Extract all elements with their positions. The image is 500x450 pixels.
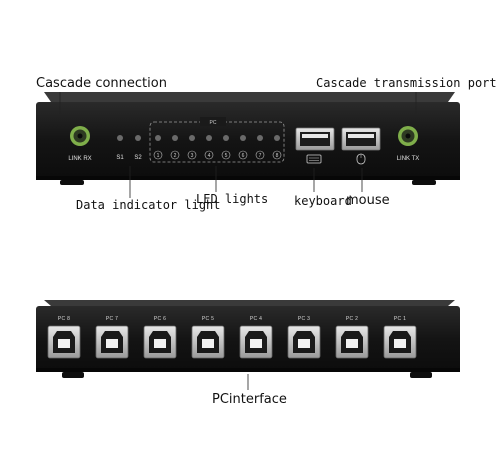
usb-b-port-tongue [154,339,166,348]
pc-led-number: 3 [191,153,194,159]
pc-port-label: PC 2 [346,316,358,322]
usb-b-port [95,325,129,359]
pc-led-4 [206,135,212,141]
usb-b-port-tongue [346,339,358,348]
pc-port-label: PC 1 [394,316,406,322]
pc-port-label: PC 5 [202,316,214,322]
usb-b-port-tongue [202,339,214,348]
pc-led-number-ring [187,150,197,160]
keyboard-icon [306,154,322,164]
data-indicator-light-callout: Data indicator light [76,198,221,212]
pc-led-number-ring [221,150,231,160]
s2-indicator-light [135,135,141,141]
pc-led-7 [257,135,263,141]
mouse-usb-port [341,127,381,165]
link-tx-label: LINK TX [397,156,420,162]
pc-led-number-ring [238,150,248,160]
pc-led-number-ring [255,150,265,160]
link-rx-port [70,126,90,146]
pc-led-1 [155,135,161,141]
link-rx-label: LINK RX [68,156,91,162]
pc-led-8 [274,135,280,141]
usb-b-port [143,325,177,359]
usb-b-port-tongue [298,339,310,348]
cascade-transmission-port-callout: Cascade transmission port [316,76,497,90]
pc-led-number: 6 [242,153,245,159]
pc-led-group: PC 1 2 3 4 5 6 7 8 [149,117,285,163]
usb-b-port-tongue [394,339,406,348]
pc-led-number: 8 [276,153,279,159]
pc-led-number: 7 [259,153,262,159]
back-panel: PC 8 PC 7 PC 6 PC 5 PC 4 PC 3 PC 2 PC 1 [36,300,460,378]
usb-b-port [239,325,273,359]
pc-port-label: PC 4 [250,316,262,322]
usb-b-port-tongue [58,339,70,348]
pc-led-number: 4 [208,153,211,159]
pc-port-label: PC 7 [106,316,118,322]
s1-label: S1 [116,155,124,161]
cascade-connection-callout: Cascade connection [36,76,167,91]
keyboard-usb-port [295,127,335,164]
pc-led-number-ring [170,150,180,160]
usb-b-port-row: PC 8 PC 7 PC 6 PC 5 PC 4 PC 3 PC 2 PC 1 [47,316,417,359]
pc-led-2 [172,135,178,141]
led-row: 1 2 3 4 5 6 7 8 [153,135,282,160]
pc-led-number-ring [204,150,214,160]
usb-b-port-tongue [106,339,118,348]
pc-led-6 [240,135,246,141]
usb-b-port [335,325,369,359]
pc-led-number: 5 [225,153,228,159]
usb-b-port [191,325,225,359]
pc-led-number-ring [272,150,282,160]
pc-group-label: PC [210,120,217,126]
mouse-callout: mouse [346,193,390,208]
pc-led-number: 2 [174,153,177,159]
s1-indicator-light [117,135,123,141]
usb-b-port-tongue [250,339,262,348]
pc-port-label: PC 3 [298,316,310,322]
usb-b-port [47,325,81,359]
link-tx-port [398,126,418,146]
pc-led-3 [189,135,195,141]
keyboard-callout: keyboard [294,194,352,208]
pc-led-5 [223,135,229,141]
pc-led-number: 1 [157,153,160,159]
front-panel-body [36,102,460,180]
pc-port-label: PC 8 [58,316,70,322]
front-callout-lines [59,92,417,198]
pc-led-number-ring [153,150,163,160]
s2-label: S2 [134,155,142,161]
led-lights-callout: LED lights [196,192,269,206]
usb-b-port [383,325,417,359]
front-panel: LINK RX S1 S2 PC 1 2 3 4 5 6 7 8 [36,92,460,185]
pc-port-label: PC 6 [154,316,166,322]
pc-interface-callout: PCinterface [212,392,287,407]
usb-b-port [287,325,321,359]
